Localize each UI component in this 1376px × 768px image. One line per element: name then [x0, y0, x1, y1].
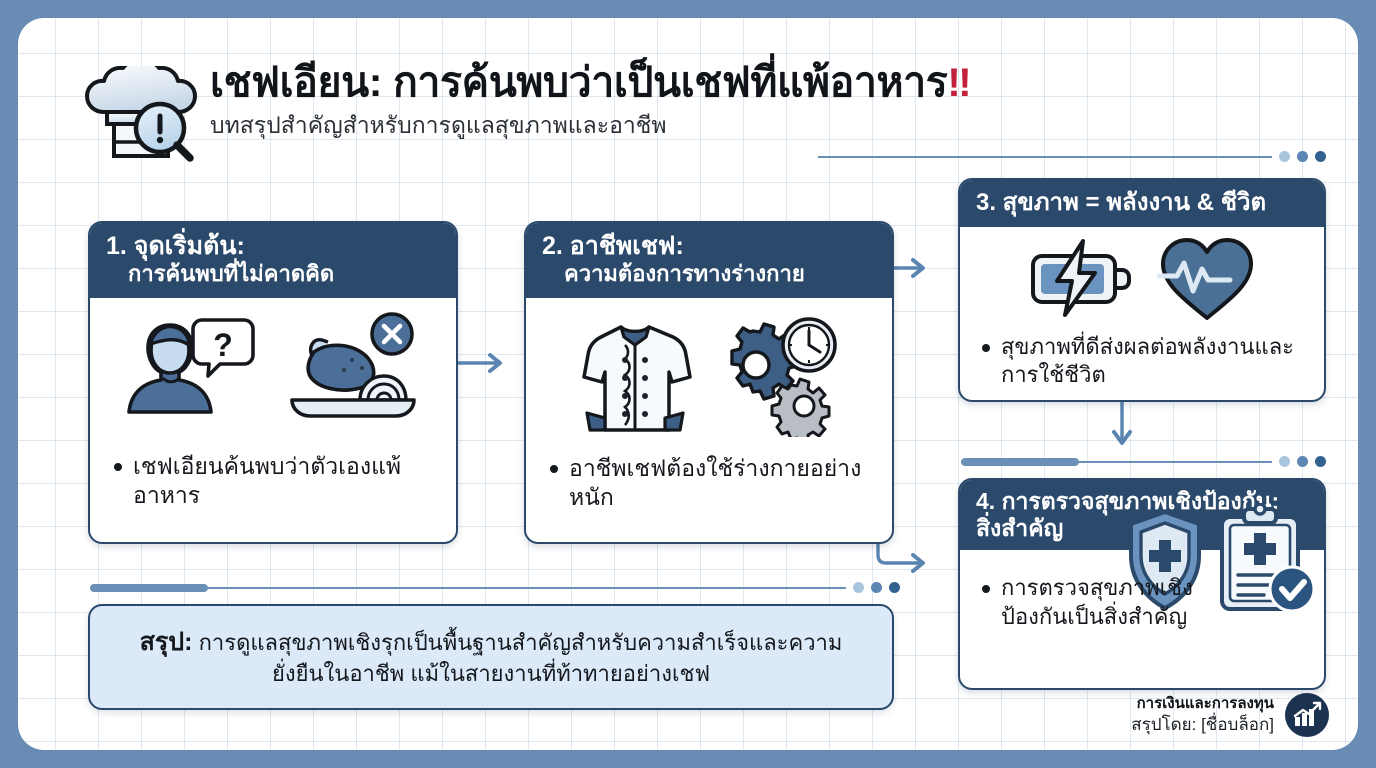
- summary-label: สรุป:: [139, 627, 193, 656]
- step-card-1-bullet: เชฟเอียนค้นพบว่าตัวเองแพ้อาหาร: [114, 452, 436, 512]
- step-card-1-header: 1. จุดเริ่มต้น: การค้นพบที่ไม่คาดคิด: [90, 223, 456, 298]
- step-card-3-bullet-text: สุขภาพที่ดีส่งผลต่อพลังงานและการใช้ชีวิต: [1001, 333, 1294, 388]
- step-card-3-body: สุขภาพที่ดีส่งผลต่อพลังงานและการใช้ชีวิต: [960, 235, 1324, 390]
- divider-dots: [1279, 151, 1326, 162]
- step-card-3-header: 3. สุขภาพ = พลังงาน & ชีวิต: [960, 180, 1324, 227]
- page-title: เชฟเอียน: การค้นพบว่าเป็นเชฟที่แพ้อาหาร‼: [210, 58, 1310, 107]
- step-card-2-header: 2. อาชีพเชฟ: ความต้องการทางร่างกาย: [526, 223, 892, 298]
- footer-text: การเงินและการลงทุน สรุปโดย: [ชื่อบล็อก]: [1131, 695, 1274, 735]
- footer-brand: การเงินและการลงทุน: [1136, 695, 1274, 712]
- shield-medical-cross-icon: [1129, 510, 1201, 611]
- title-block: เชฟเอียน: การค้นพบว่าเป็นเชฟที่แพ้อาหาร‼…: [210, 58, 1310, 140]
- step-card-1-artwork: ?: [90, 310, 456, 436]
- bullet-dot-icon: [982, 343, 990, 352]
- step-card-2-body: อาชีพเชฟต้องใช้ร่างกายอย่างหนัก: [526, 312, 892, 514]
- step-card-1-heading-line1: 1. จุดเริ่มต้น:: [106, 232, 245, 260]
- step-card-3-artwork: [960, 235, 1324, 323]
- step-card-3: 3. สุขภาพ = พลังงาน & ชีวิต: [958, 178, 1326, 402]
- divider-bottom: [90, 581, 900, 595]
- page-title-text: เชฟเอียน: การค้นพบว่าเป็นเชฟที่แพ้อาหาร: [210, 59, 948, 105]
- step-card-1-body: ?: [90, 310, 456, 512]
- step-card-2-artwork: [526, 312, 892, 438]
- double-exclamation-icon: ‼: [947, 61, 971, 105]
- step-card-4-heading-line2: สิ่งสำคัญ: [976, 514, 1064, 541]
- summary-box: สรุป: การดูแลสุขภาพเชิงรุกเป็นพื้นฐานสำค…: [88, 604, 894, 710]
- divider-bar: [961, 458, 1272, 466]
- step-card-1-bullet-text: เชฟเอียนค้นพบว่าตัวเองแพ้อาหาร: [133, 452, 402, 509]
- divider-bar: [90, 584, 846, 592]
- infographic-panel: เชฟเอียน: การค้นพบว่าเป็นเชฟที่แพ้อาหาร‼…: [18, 18, 1358, 750]
- food-no-entry-icon: [290, 311, 416, 418]
- step-card-1: 1. จุดเริ่มต้น: การค้นพบที่ไม่คาดคิด ?: [88, 221, 458, 544]
- step-card-1-heading-line2: การค้นพบที่ไม่คาดคิด: [128, 261, 335, 286]
- step-card-2-bullet-text: อาชีพเชฟต้องใช้ร่างกายอย่างหนัก: [569, 454, 862, 511]
- growth-chart-arrow-logo: [1284, 692, 1330, 738]
- summary-body: การดูแลสุขภาพเชิงรุกเป็นพื้นฐานสำคัญสำหร…: [192, 629, 843, 686]
- bullet-dot-icon: [550, 464, 558, 473]
- step-card-3-bullet: สุขภาพที่ดีส่งผลต่อพลังงานและการใช้ชีวิต: [982, 333, 1310, 390]
- divider-dots: [853, 582, 900, 593]
- step-card-4-heading-line1: 4. การตรวจสุขภาพเชิงป้องกัน:: [976, 488, 1280, 514]
- step-card-4-bullet: การตรวจสุขภาพเชิงป้องกันเป็นสิ่งสำคัญ: [982, 574, 1207, 631]
- step-card-2: 2. อาชีพเชฟ: ความต้องการทางร่างกาย: [524, 221, 894, 544]
- divider-middle: [961, 455, 1326, 469]
- step-card-2-bullet: อาชีพเชฟต้องใช้ร่างกายอย่างหนัก: [550, 454, 872, 514]
- chef-hat-magnifier-alert-icon: [80, 59, 202, 164]
- heart-pulse-icon: [1157, 237, 1253, 320]
- footer: การเงินและการลงทุน สรุปโดย: [ชื่อบล็อก]: [1131, 692, 1330, 738]
- step-card-3-heading-line1: 3. สุขภาพ = พลังงาน & ชีวิต: [976, 189, 1267, 216]
- header: เชฟเอียน: การค้นพบว่าเป็นเชฟที่แพ้อาหาร‼…: [72, 58, 1322, 168]
- divider-dots: [1279, 456, 1326, 467]
- battery-charge-icon: [1031, 238, 1131, 317]
- step-card-4: 4. การตรวจสุขภาพเชิงป้องกัน: สิ่งสำคัญ: [958, 478, 1326, 690]
- bullet-dot-icon: [114, 462, 122, 471]
- svg-text:?: ?: [213, 327, 233, 363]
- clipboard-check-icon: [1220, 503, 1316, 613]
- summary-text: สรุป: การดูแลสุขภาพเชิงรุกเป็นพื้นฐานสำค…: [116, 626, 866, 688]
- divider-bar: [818, 156, 1272, 158]
- page-subtitle: บทสรุปสำคัญสำหรับการดูแลสุขภาพและอาชีพ: [210, 112, 667, 139]
- person-question-icon: ?: [127, 317, 255, 414]
- step-card-4-artwork: [1122, 492, 1316, 632]
- step-card-2-heading-line2: ความต้องการทางร่างกาย: [564, 261, 805, 286]
- step-card-2-heading-line1: 2. อาชีพเชฟ:: [542, 232, 684, 260]
- step-card-4-bullet-text: การตรวจสุขภาพเชิงป้องกันเป็นสิ่งสำคัญ: [1001, 575, 1193, 629]
- chef-jacket-icon: [582, 324, 692, 432]
- bullet-dot-icon: [982, 585, 990, 594]
- gears-clock-icon: [730, 316, 837, 437]
- footer-credit: สรุปโดย: [ชื่อบล็อก]: [1131, 714, 1274, 734]
- divider-top: [818, 150, 1326, 164]
- step-card-4-body: การตรวจสุขภาพเชิงป้องกันเป็นสิ่งสำคัญ: [960, 503, 1324, 675]
